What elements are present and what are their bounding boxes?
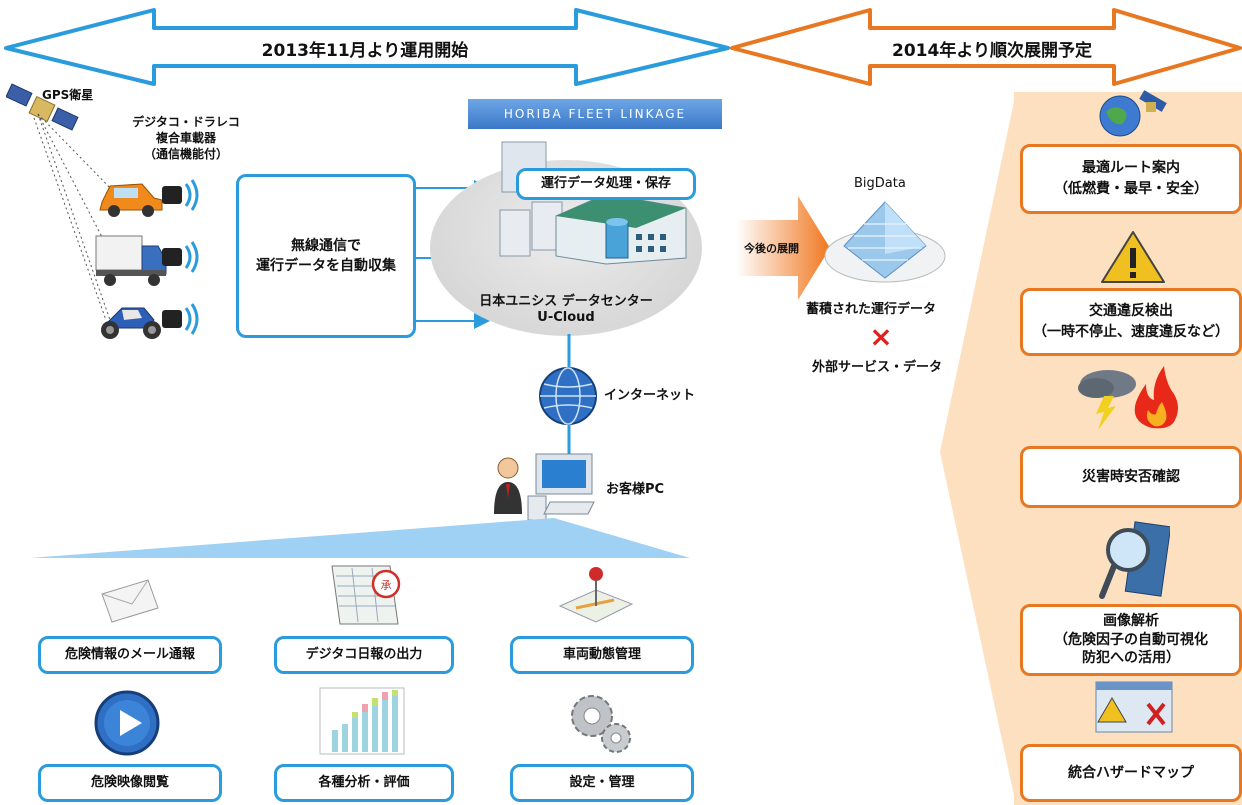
panel-wedge bbox=[940, 92, 1020, 805]
device-signal-icon bbox=[162, 179, 199, 211]
gps-label: GPS衛星 bbox=[42, 88, 94, 102]
external-services-label: 外部サービス・データ bbox=[812, 360, 943, 375]
features-fan bbox=[30, 518, 690, 558]
horiba-fleet-linkage-logo: HORIBA FLEET LINKAGE bbox=[468, 99, 722, 129]
future-image-analysis: 画像解析 （危険因子の自動可視化 防犯への活用） bbox=[1020, 604, 1242, 676]
right-banner-text: 2014年より順次展開予定 bbox=[892, 40, 1092, 61]
bigdata-cubes-icon bbox=[824, 201, 946, 283]
bigdata-label: BigData bbox=[854, 176, 906, 191]
gears-icon bbox=[571, 695, 631, 753]
ucloud-label: U-Cloud bbox=[537, 310, 595, 325]
feature-danger-video: 危険映像閲覧 bbox=[38, 764, 222, 802]
internet-globe-icon bbox=[539, 367, 597, 425]
cross-mark: × bbox=[869, 320, 893, 353]
top-arrows bbox=[4, 8, 1242, 86]
truck-icon bbox=[95, 235, 167, 286]
datacenter-label: 日本ユニシス データセンター bbox=[479, 294, 653, 309]
future-violation-detection: 交通違反検出 （一時不停止、速度違反など） bbox=[1020, 288, 1242, 356]
report-icon: 承 bbox=[331, 565, 401, 625]
left-banner-arrow bbox=[4, 8, 730, 86]
server-buildings-icon bbox=[499, 141, 687, 265]
onboard-device-label: デジタコ・ドラレコ 複合車載器 （通信機能付） bbox=[132, 115, 240, 162]
data-processing-box: 運行データ処理・保存 bbox=[516, 168, 696, 200]
feature-vehicle-tracking: 車両動態管理 bbox=[510, 636, 694, 674]
right-banner-arrow bbox=[730, 8, 1242, 86]
device-signal-icon bbox=[162, 303, 199, 335]
hazard-map-icon bbox=[1095, 681, 1173, 733]
future-label: 今後の展開 bbox=[744, 242, 799, 255]
warning-icon bbox=[1101, 231, 1165, 283]
device-signal-icon bbox=[162, 241, 199, 273]
globe-satellite-icon bbox=[1099, 90, 1167, 137]
magnifier-icon bbox=[1099, 521, 1170, 599]
envelope-icon bbox=[101, 579, 159, 623]
accumulated-data-label: 蓄積された運行データ bbox=[806, 302, 937, 317]
feature-analysis: 各種分析・評価 bbox=[274, 764, 454, 802]
feature-settings: 設定・管理 bbox=[510, 764, 694, 802]
feature-danger-mail: 危険情報のメール通報 bbox=[38, 636, 222, 674]
feature-digitaco-report: デジタコ日報の出力 bbox=[274, 636, 454, 674]
gps-signal-lines bbox=[33, 113, 115, 321]
car-icon bbox=[99, 183, 163, 217]
motorbike-icon bbox=[101, 307, 161, 339]
internet-label: インターネット bbox=[604, 388, 696, 403]
future-hazard-map: 統合ハザードマップ bbox=[1020, 744, 1242, 802]
bar-chart-icon bbox=[319, 687, 405, 755]
future-arrow bbox=[736, 196, 830, 300]
customer-pc-label: お客様PC bbox=[606, 482, 665, 497]
storm-fire-icon bbox=[1078, 366, 1178, 430]
future-optimal-route: 最適ルート案内 （低燃費・最早・安全） bbox=[1020, 144, 1242, 214]
play-icon bbox=[94, 690, 160, 756]
customer-pc-icon bbox=[494, 453, 595, 521]
svg-text:承: 承 bbox=[381, 579, 392, 592]
left-banner-text: 2013年11月より運用開始 bbox=[261, 40, 469, 61]
gps-satellite-icon bbox=[6, 83, 79, 131]
future-disaster-safety: 災害時安否確認 bbox=[1020, 446, 1242, 508]
map-pin-icon bbox=[558, 567, 634, 623]
wireless-collection-box: 無線通信で 運行データを自動収集 bbox=[236, 174, 416, 338]
